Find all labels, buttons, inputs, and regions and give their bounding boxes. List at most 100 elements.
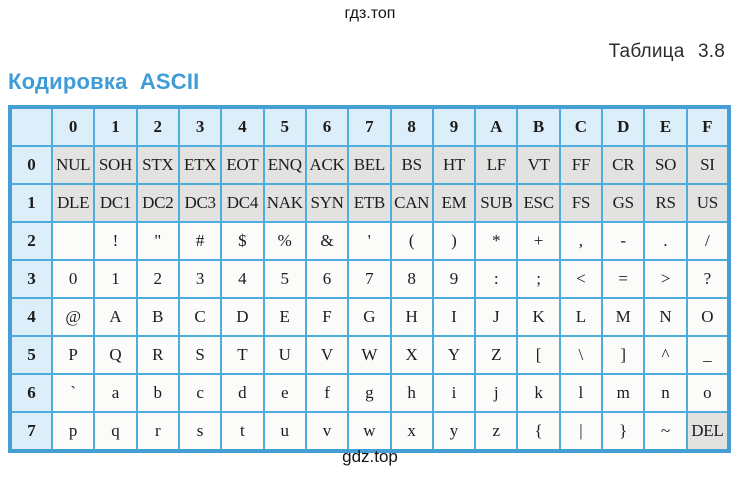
table-cell-74: t: [220, 411, 265, 452]
table-cell-2C: ,: [558, 221, 604, 261]
table-cell-5D: ]: [601, 335, 646, 375]
table-cell-2E: .: [643, 221, 688, 261]
table-cell-72: r: [135, 411, 180, 452]
table-cell-20: [50, 221, 96, 261]
table-cell-2F: /: [685, 221, 731, 261]
table-cell-73: s: [177, 411, 223, 452]
col-header-2: 2: [135, 106, 180, 147]
table-cell-0A: LF: [474, 145, 519, 185]
table-cell-68: h: [389, 373, 434, 413]
table-cell-0C: FF: [558, 145, 604, 185]
table-cell-3E: >: [643, 259, 688, 299]
table-cell-10: DLE: [50, 183, 96, 223]
table-cell-30: 0: [50, 259, 96, 299]
col-header-5: 5: [262, 106, 307, 147]
table-cell-40: @: [50, 297, 96, 337]
table-cell-11: DC1: [93, 183, 138, 223]
table-cell-5C: \: [558, 335, 604, 375]
table-cell-42: B: [135, 297, 180, 337]
col-header-6: 6: [304, 106, 350, 147]
table-cell-7A: z: [474, 411, 519, 452]
table-cell-04: EOT: [220, 145, 265, 185]
table-cell-5A: Z: [474, 335, 519, 375]
table-cell-60: `: [50, 373, 96, 413]
table-cell-4C: L: [558, 297, 604, 337]
table-cell-67: g: [347, 373, 392, 413]
table-cell-17: ETB: [347, 183, 392, 223]
table-cell-7D: }: [601, 411, 646, 452]
table-cell-36: 6: [304, 259, 350, 299]
table-cell-78: x: [389, 411, 434, 452]
table-row-2: 2!"#$%&'()*+,-./: [9, 221, 731, 261]
table-cell-58: X: [389, 335, 434, 375]
table-cell-14: DC4: [220, 183, 265, 223]
table-cell-1D: GS: [601, 183, 646, 223]
col-header-E: E: [643, 106, 688, 147]
table-cell-19: EM: [431, 183, 477, 223]
table-cell-1C: FS: [558, 183, 604, 223]
table-cell-28: (: [389, 221, 434, 261]
row-header-2: 2: [9, 221, 53, 261]
row-header-4: 4: [9, 297, 53, 337]
table-cell-49: I: [431, 297, 477, 337]
col-header-3: 3: [177, 106, 223, 147]
col-header-0: 0: [50, 106, 96, 147]
col-header-8: 8: [389, 106, 434, 147]
top-watermark: гдз.топ: [344, 5, 396, 22]
col-header-F: F: [685, 106, 731, 147]
table-cell-09: HT: [431, 145, 477, 185]
table-cell-3D: =: [601, 259, 646, 299]
table-cell-71: q: [93, 411, 138, 452]
table-cell-50: P: [50, 335, 96, 375]
table-cell-1A: SUB: [474, 183, 519, 223]
table-cell-3A: :: [474, 259, 519, 299]
table-cell-62: b: [135, 373, 180, 413]
table-cell-44: D: [220, 297, 265, 337]
col-header-9: 9: [431, 106, 477, 147]
table-cell-47: G: [347, 297, 392, 337]
table-cell-35: 5: [262, 259, 307, 299]
table-cell-51: Q: [93, 335, 138, 375]
table-cell-4D: M: [601, 297, 646, 337]
table-cell-27: ': [347, 221, 392, 261]
table-cell-13: DC3: [177, 183, 223, 223]
table-cell-43: C: [177, 297, 223, 337]
table-cell-7C: |: [558, 411, 604, 452]
table-cell-4A: J: [474, 297, 519, 337]
table-cell-4B: K: [516, 297, 561, 337]
table-cell-32: 2: [135, 259, 180, 299]
table-cell-6F: o: [685, 373, 731, 413]
row-header-1: 1: [9, 183, 53, 223]
table-cell-05: ENQ: [262, 145, 307, 185]
table-cell-26: &: [304, 221, 350, 261]
table-cell-0F: SI: [685, 145, 731, 185]
table-cell-33: 3: [177, 259, 223, 299]
table-cell-1F: US: [685, 183, 731, 223]
col-header-1: 1: [93, 106, 138, 147]
table-cell-3F: ?: [685, 259, 731, 299]
table-cell-65: e: [262, 373, 307, 413]
table-cell-46: F: [304, 297, 350, 337]
table-cell-0B: VT: [516, 145, 561, 185]
table-cell-59: Y: [431, 335, 477, 375]
table-cell-25: %: [262, 221, 307, 261]
table-cell-29: ): [431, 221, 477, 261]
table-cell-45: E: [262, 297, 307, 337]
table-cell-6A: j: [474, 373, 519, 413]
table-cell-00: NUL: [50, 145, 96, 185]
table-cell-0D: CR: [601, 145, 646, 185]
table-cell-69: i: [431, 373, 477, 413]
table-cell-70: p: [50, 411, 96, 452]
table-cell-16: SYN: [304, 183, 350, 223]
table-cell-34: 4: [220, 259, 265, 299]
table-cell-77: w: [347, 411, 392, 452]
